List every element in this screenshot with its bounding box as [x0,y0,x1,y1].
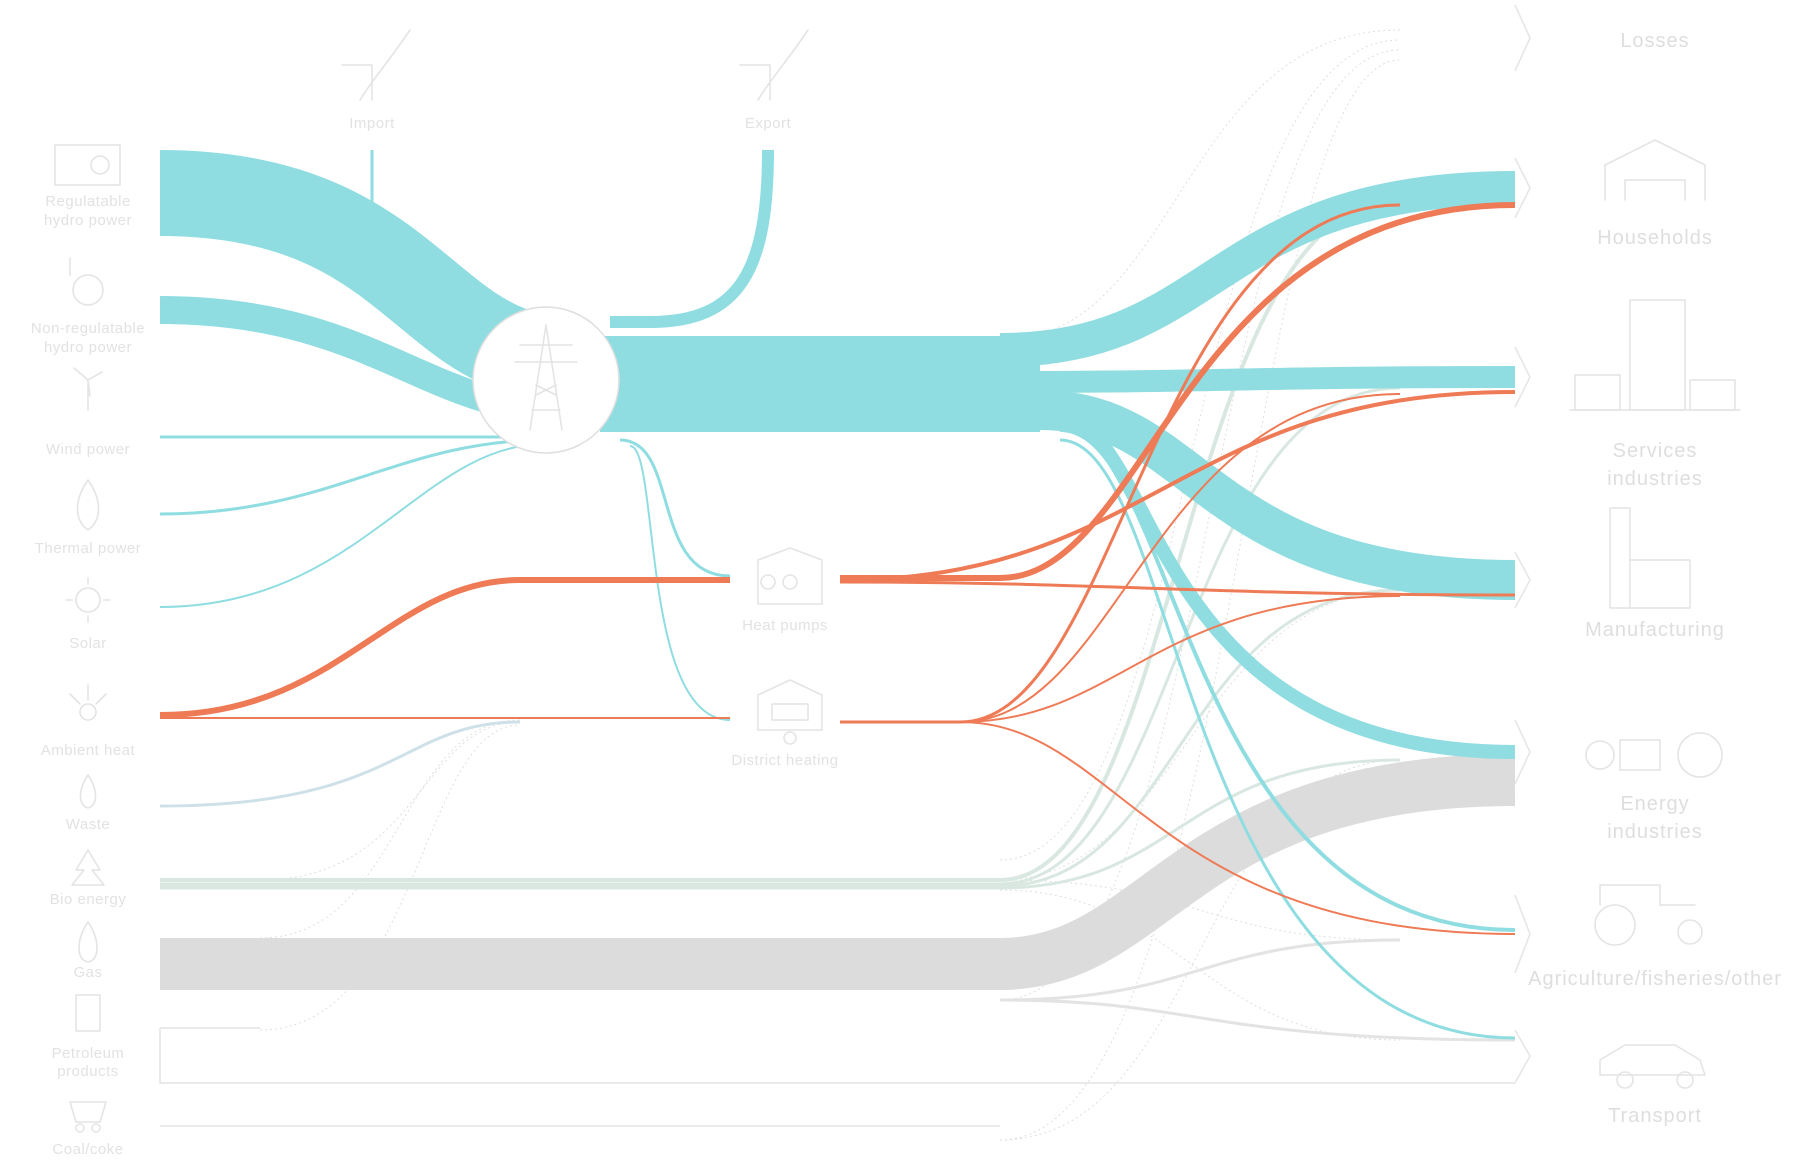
source-label-bio: Bio energy [50,891,127,908]
car-icon [1599,1044,1706,1089]
electricity-hub [472,306,620,454]
sink-label-energy-2: industries [1607,821,1703,843]
heat-pump-icon [757,547,823,605]
source-label-nonreg-hydro-1: Non-regulatable [31,320,145,337]
export-label: Export [745,115,792,132]
coal-cart-icon [69,1101,107,1133]
heat-pumps-node [730,547,840,608]
district-heating-node [730,679,840,752]
flame-icon [76,479,100,531]
office-buildings-icon [1569,299,1741,411]
gears-icon [1585,732,1723,778]
sink-label-agri: Agriculture/fisheries/other [1528,968,1782,990]
source-label-nonreg-hydro-2: hydro power [44,339,132,356]
source-icons [54,144,121,1133]
sink-label-services-2: industries [1607,468,1703,490]
sink-label-energy-1: Energy [1620,793,1689,815]
factory-icon [1609,507,1691,609]
import-label: Import [349,115,395,132]
sink-label-manufacturing: Manufacturing [1585,619,1725,641]
import-plug-icon [341,29,411,101]
source-label-thermal: Thermal power [35,540,142,557]
source-labels: Regulatable hydro power Non-regulatable … [31,193,145,1158]
sink-label-losses: Losses [1620,30,1689,52]
source-label-solar: Solar [69,635,107,652]
district-heating-icon [757,679,823,745]
source-label-waste: Waste [66,816,110,833]
source-label-gas: Gas [73,964,102,981]
gas-drop-icon [78,921,98,963]
heat-pumps-label: Heat pumps [742,617,828,634]
trade-labels: Import Export [349,115,791,132]
tree-icon [71,849,105,886]
heat-flows [159,202,1516,935]
source-label-reg-hydro-2: hydro power [44,212,132,229]
source-label-coal: Coal/coke [52,1141,123,1158]
oil-flows [160,754,1516,1042]
sink-arrows [1514,4,1531,1084]
sink-icons [1569,139,1741,1089]
source-label-ambient: Ambient heat [41,742,136,759]
source-label-petroleum-2: products [57,1063,119,1080]
source-label-wind: Wind power [46,441,130,458]
tractor-icon [1594,884,1703,946]
source-label-petroleum-1: Petroleum [52,1045,125,1062]
power-pylon-icon [514,324,578,431]
sink-label-transport: Transport [1608,1105,1702,1127]
ambient-heat-icon [69,684,107,721]
sun-icon [65,577,111,623]
export-plug-icon [739,29,809,101]
converter-labels: Heat pumps District heating [731,617,838,769]
water-wheel-icon [69,257,104,306]
waste-drop-icon [79,774,97,809]
district-heating-label: District heating [731,752,838,769]
bio-flows [159,198,1401,890]
sink-labels: Losses Households Services industries Ma… [1528,30,1782,1127]
house-icon [1604,139,1706,201]
wind-turbine-icon [73,367,103,411]
sink-label-households: Households [1597,227,1713,249]
petroleum-bands [159,1027,1515,1127]
source-label-reg-hydro-1: Regulatable [45,193,131,210]
sink-label-services-1: Services [1613,440,1698,462]
hydro-dam-icon [54,144,121,186]
fuel-pump-icon [75,994,101,1032]
